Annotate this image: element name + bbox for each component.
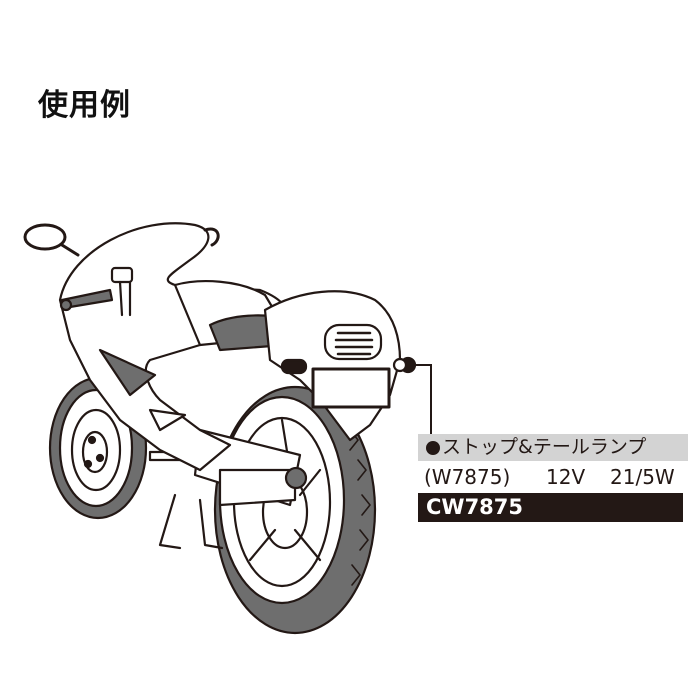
callout-leader-line [412, 364, 432, 447]
bulb-code: (W7875) [424, 465, 511, 489]
lamp-category-text: ストップ&テールランプ [442, 436, 647, 458]
page-title: 使用例 [38, 88, 131, 123]
product-code-label: CW7875 [418, 493, 683, 522]
bulb-spec-row: (W7875) 12V 21/5W [424, 464, 686, 490]
bulb-wattage: 21/5W [610, 465, 675, 489]
bulb-voltage: 12V [546, 465, 586, 489]
lamp-category-label: ストップ&テールランプ [418, 434, 688, 461]
product-code-text: CW7875 [426, 495, 524, 519]
front-wheel-icon [48, 376, 148, 520]
bullet-dot-icon [426, 441, 440, 455]
